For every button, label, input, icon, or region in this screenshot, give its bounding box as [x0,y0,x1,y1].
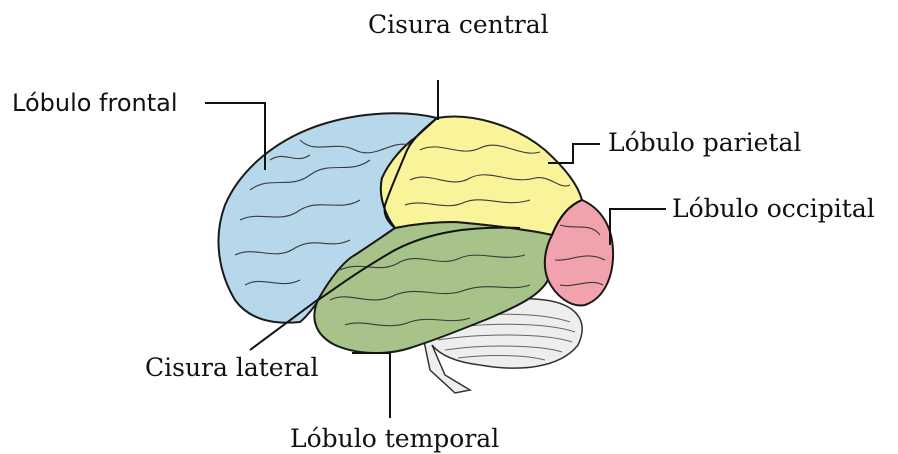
occipital-lobe-label: Lóbulo occipital [672,194,875,224]
central-sulcus-label: Cisura central [368,10,549,40]
parietal-lobe-label: Lóbulo parietal [608,128,801,158]
leader-frontal-lobe [205,103,265,170]
leader-occipital-lobe [610,209,666,245]
lateral-sulcus-label: Cisura lateral [145,353,318,383]
frontal-lobe-label: Lóbulo frontal [12,88,178,118]
leader-temporal-lobe [352,353,390,418]
temporal-lobe-label: Lóbulo temporal [290,424,499,454]
